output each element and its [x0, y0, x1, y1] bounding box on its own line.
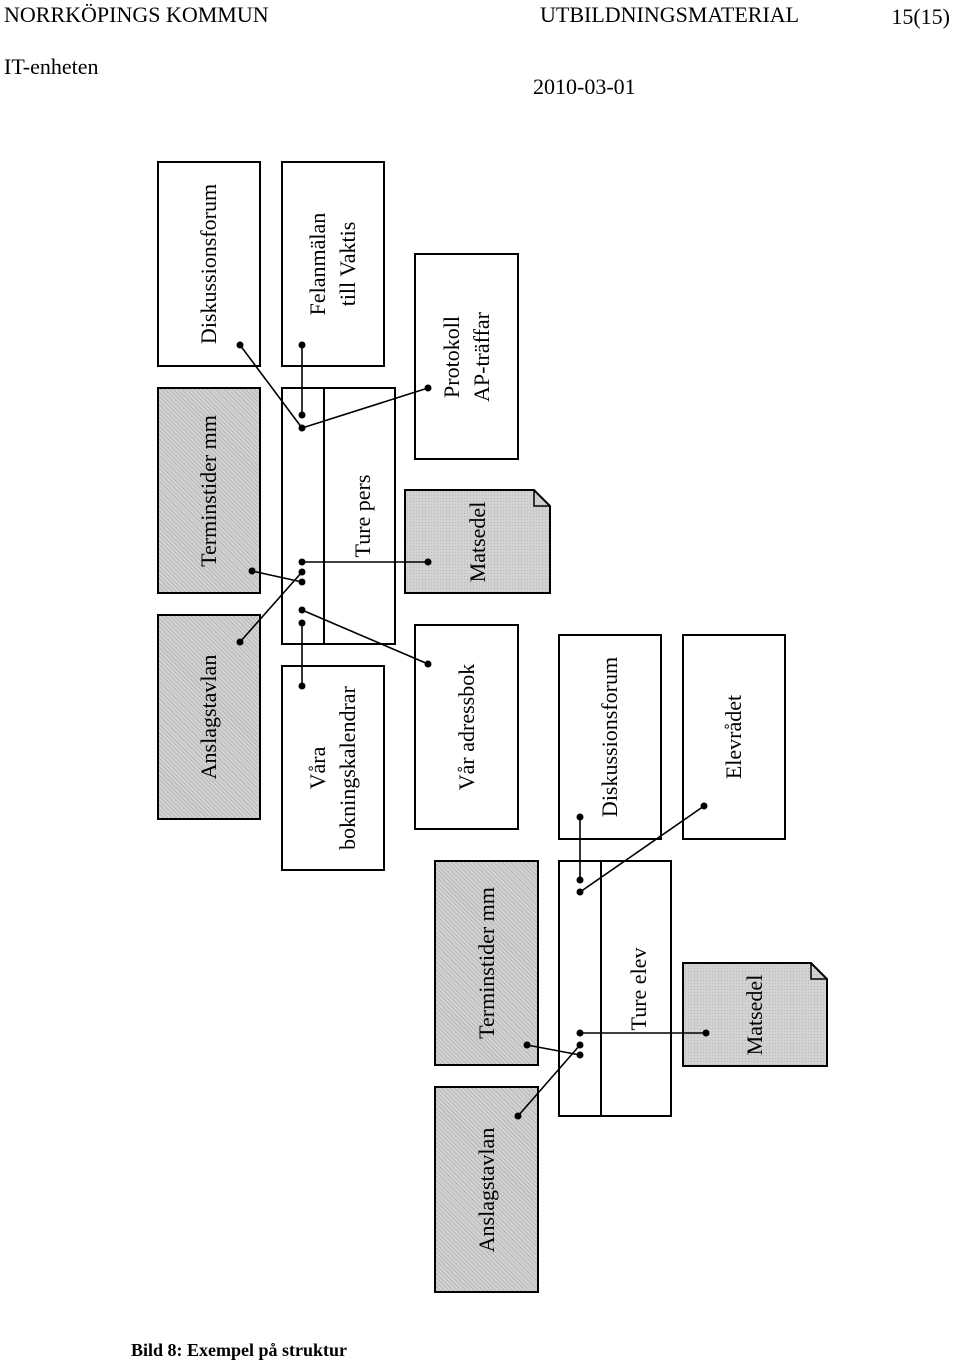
- box-elev-terminstider: Terminstider mm: [434, 860, 539, 1066]
- label-felanmalan-line1: Felanmälan: [305, 212, 330, 316]
- label-pers-diskussionsforum: Diskussionsforum: [196, 183, 221, 345]
- label-elevradet: Elevrådet: [721, 694, 746, 780]
- header-page-number: 15(15): [891, 4, 950, 29]
- box-elev-anslagstavlan: Anslagstavlan: [434, 1086, 539, 1293]
- box-elevradet: Elevrådet: [682, 634, 786, 840]
- box-pers-terminstider: Terminstider mm: [157, 387, 261, 594]
- box-ture-elev: Ture elev: [558, 860, 672, 1117]
- doc-pers-matsedel: Matsedel: [404, 489, 551, 594]
- label-protokoll-line2: AP-träffar: [468, 311, 494, 402]
- label-pers-matsedel: Matsedel: [464, 501, 490, 582]
- label-bokningskalendrar: Våra bokningskalendrar: [303, 686, 363, 850]
- elev-matsedel-shape: [682, 962, 828, 1067]
- header-date: 2010-03-01: [533, 74, 636, 99]
- header-document-type: UTBILDNINGSMATERIAL: [540, 2, 800, 27]
- box-ture-pers: Ture pers: [281, 387, 396, 645]
- header-organization: NORRKÖPINGS KOMMUN: [4, 2, 269, 27]
- label-ture-pers: Ture pers: [349, 474, 375, 558]
- label-elev-matsedel: Matsedel: [742, 974, 767, 1055]
- label-pers-anslagstavlan: Anslagstavlan: [196, 654, 221, 780]
- label-protokoll-line1: Protokoll: [438, 315, 464, 398]
- box-elev-diskussionsforum: Diskussionsforum: [558, 634, 662, 840]
- box-felanmalan: Felanmälan till Vaktis: [281, 161, 385, 367]
- header-unit: IT-enheten: [4, 54, 99, 79]
- label-elev-terminstider: Terminstider mm: [473, 887, 499, 1039]
- box-bokningskalendrar: Våra bokningskalendrar: [281, 665, 385, 871]
- label-elev-anslagstavlan: Anslagstavlan: [473, 1127, 499, 1252]
- doc-elev-matsedel: Matsedel: [682, 962, 828, 1067]
- label-bokning-line2: bokningskalendrar: [335, 686, 360, 850]
- label-pers-terminstider: Terminstider mm: [196, 414, 221, 567]
- label-felanmalan: Felanmälan till Vaktis: [303, 213, 363, 316]
- box-pers-diskussionsforum: Diskussionsforum: [157, 161, 261, 367]
- ture-elev-divider: [600, 862, 602, 1115]
- box-protokoll: Protokoll AP-träffar: [414, 253, 519, 460]
- label-protokoll: Protokoll AP-träffar: [437, 312, 497, 402]
- label-bokning-line1: Våra: [305, 746, 330, 790]
- figure-caption: Bild 8: Exempel på struktur: [131, 1340, 348, 1360]
- box-pers-anslagstavlan: Anslagstavlan: [157, 614, 261, 820]
- pers-matsedel-shape: [404, 489, 551, 594]
- label-elev-diskussionsforum: Diskussionsforum: [597, 656, 622, 818]
- box-adressbok: Vår adressbok: [414, 624, 519, 830]
- label-ture-elev: Ture elev: [626, 947, 652, 1030]
- ture-pers-divider: [323, 389, 325, 643]
- label-felanmalan-line2: till Vaktis: [335, 221, 360, 307]
- label-adressbok: Vår adressbok: [453, 663, 479, 791]
